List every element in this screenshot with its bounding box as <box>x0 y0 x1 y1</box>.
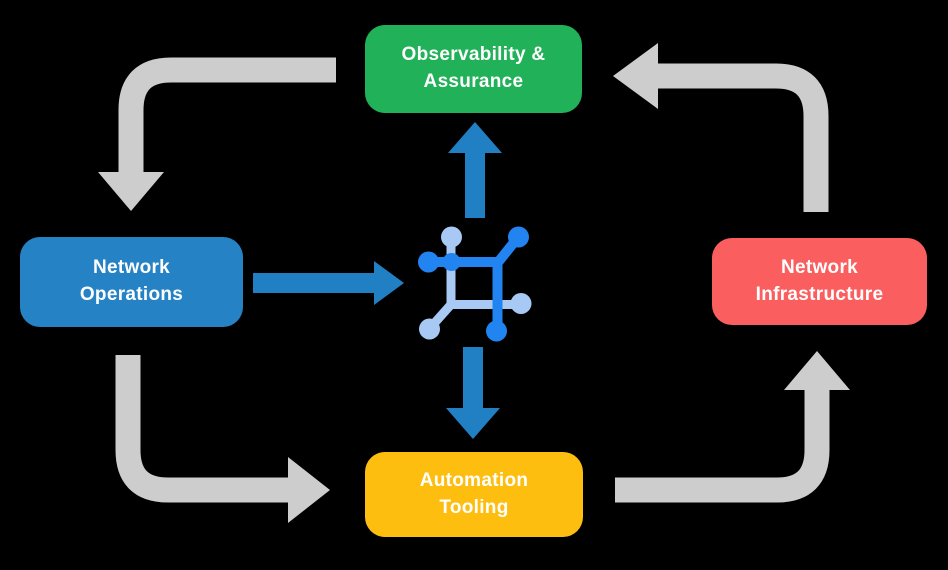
arrow-center-to-automation <box>446 347 500 439</box>
arrow-operations-to-center <box>253 261 404 305</box>
node-observability-label: Observability & Assurance <box>401 44 546 92</box>
node-network-infrastructure: Network Infrastructure <box>712 238 927 325</box>
arrow-automation-to-infrastructure <box>615 351 850 503</box>
arrow-center-to-observability <box>448 122 502 218</box>
node-operations-label: Network Operations <box>79 257 184 305</box>
arrow-infrastructure-to-observability <box>613 43 829 212</box>
arrow-operations-to-automation <box>115 355 330 523</box>
node-network-operations: Network Operations <box>20 237 243 327</box>
node-observability-assurance: Observability & Assurance <box>365 25 582 113</box>
arrow-observability-to-operations <box>98 57 336 211</box>
network-automation-icon <box>418 226 532 342</box>
node-automation-label: Automation Tooling <box>419 469 529 518</box>
node-infrastructure-label: Network Infrastructure <box>755 256 884 305</box>
node-automation-tooling: Automation Tooling <box>365 452 583 537</box>
